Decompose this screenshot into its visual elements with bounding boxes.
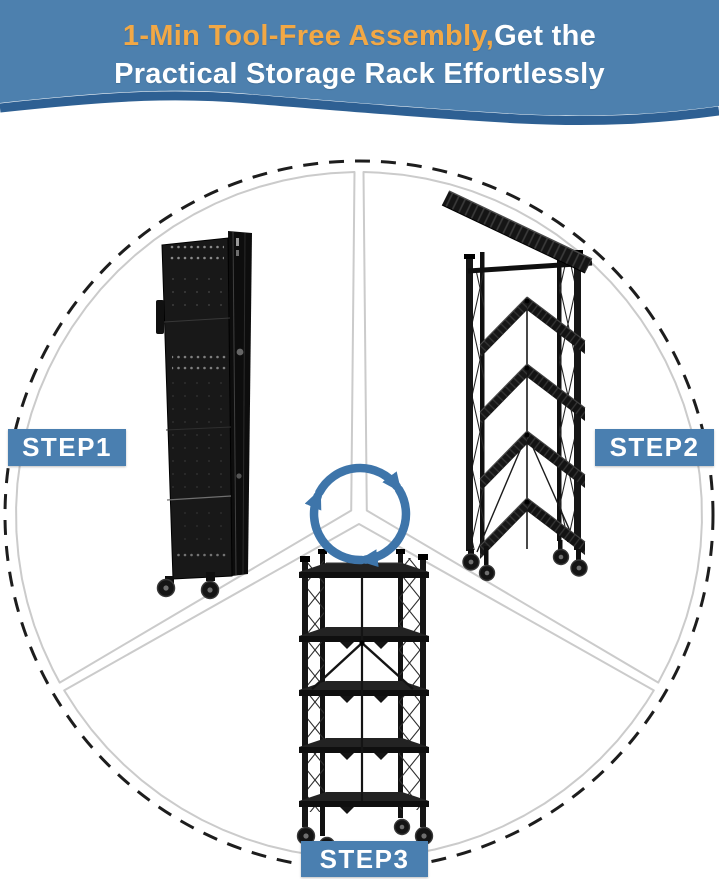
assembled-rack-illustration	[296, 549, 434, 854]
circular-rotation-arrows-icon	[304, 463, 411, 568]
step2-label: STEP2	[595, 429, 714, 466]
header-title-accent: 1-Min Tool-Free Assembly,	[122, 20, 495, 52]
header-title-line1: 1-Min Tool-Free Assembly,Get the	[0, 17, 719, 55]
dashed-circle	[3, 159, 715, 871]
folded-rack-illustration	[156, 231, 252, 600]
header-title-rest: Get the	[494, 20, 597, 52]
header-title: 1-Min Tool-Free Assembly,Get the Practic…	[0, 17, 719, 93]
step3-label: STEP3	[301, 841, 428, 877]
header-title-line2: Practical Storage Rack Effortlessly	[114, 58, 605, 90]
sector-outlines	[15, 171, 703, 859]
half-unfolded-rack-illustration	[441, 190, 593, 582]
header-banner	[0, 0, 719, 126]
step1-label: STEP1	[8, 429, 126, 466]
